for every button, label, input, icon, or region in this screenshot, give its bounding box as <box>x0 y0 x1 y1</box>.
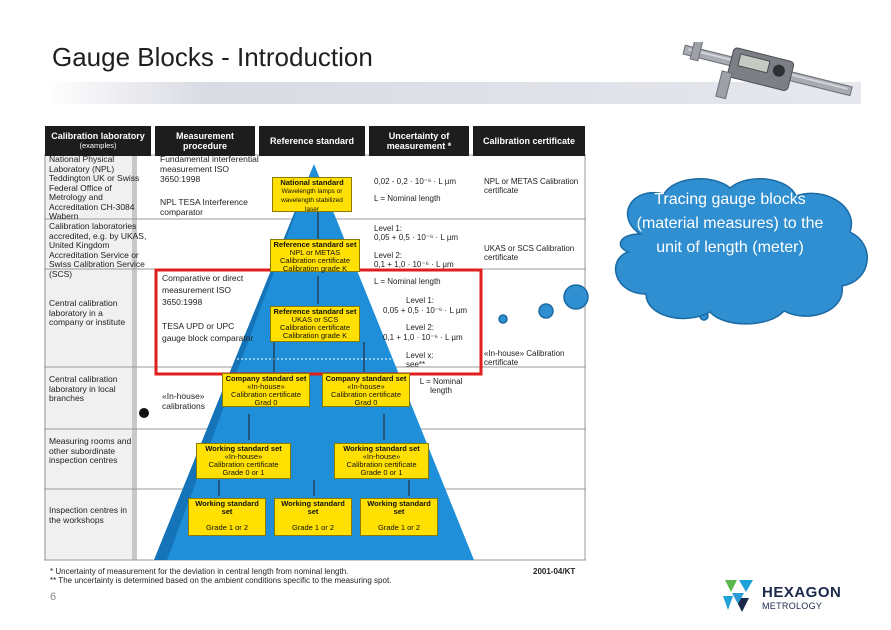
slide-title: Gauge Blocks - Introduction <box>52 42 373 72</box>
box-working-right-l2: Calibration certificate <box>346 460 417 469</box>
title-rule <box>44 82 861 104</box>
box-company-right-l3: Grad 0 <box>354 398 378 407</box>
lab-accredited: Calibration laboratories accredited, e.g… <box>49 221 147 279</box>
box-national-title: National standard <box>280 178 344 187</box>
uncert-central-l2-val: 0,1 + 1,0 · 10⁻⁶ · L µm <box>383 333 463 342</box>
uncert-central-l2: Level 2: <box>406 323 435 332</box>
box-workshop-c-title: Working standard set <box>367 499 431 516</box>
box-ref1-title: Reference standard set <box>273 240 357 249</box>
box-working-right-l1: «In-house» <box>362 452 401 461</box>
uncert-central-l1: Level 1: <box>406 296 435 305</box>
logo-subtitle: METROLOGY <box>762 601 823 611</box>
uncert-accr-length: L = Nominal length <box>374 277 441 286</box>
box-ref1-l3: Calibration grade K <box>282 264 348 273</box>
box-reference-npl: Reference standard set NPL or METAS Cali… <box>270 239 360 273</box>
box-workshop-a-grade: Grade 1 or 2 <box>205 523 249 532</box>
box-ref2-l1: UKAS or SCS <box>291 315 339 324</box>
procedure-comparative: Comparative or direct measurement ISO 36… <box>162 273 244 307</box>
uncert-national-length: L = Nominal length <box>374 194 441 203</box>
box-working-left-title: Working standard set <box>205 444 282 453</box>
procedure-fundamental: Fundamental interferential measurement I… <box>160 154 259 184</box>
header-certificate-label: Calibration certificate <box>482 136 576 146</box>
header-lab-label: Calibration laboratory <box>51 131 145 141</box>
header-certificate: Calibration certificate <box>473 126 585 156</box>
uncert-national: 0,02 - 0,2 · 10⁻⁶ · L µm <box>374 177 457 186</box>
cert-npl: NPL or METAS Calibration certificate <box>484 177 579 195</box>
box-workshop-c-grade: Grade 1 or 2 <box>377 523 421 532</box>
header-lab: Calibration laboratory (examples) <box>45 126 151 156</box>
callout-text: Tracing gauge blocks (material measures)… <box>636 191 824 256</box>
box-workshop-a-title: Working standard set <box>195 499 259 516</box>
header-lab-sub: (examples) <box>79 141 117 150</box>
box-company-left-l1: «In-house» <box>247 382 285 391</box>
box-company-left: Company standard set «In-house» Calibrat… <box>222 373 310 407</box>
box-workshop-b: Working standard set Grade 1 or 2 <box>274 498 352 536</box>
lab-measuring-rooms: Measuring rooms and other subordinate in… <box>49 436 132 465</box>
lab-local-branches: Central calibration laboratory in local … <box>49 374 118 403</box>
page-number: 6 <box>50 591 57 603</box>
lab-central-company: Central calibration laboratory in a comp… <box>49 298 126 327</box>
box-working-right: Working standard set «In-house» Calibrat… <box>334 443 429 479</box>
box-company-right: Company standard set «In-house» Calibrat… <box>322 373 410 407</box>
box-working-left: Working standard set «In-house» Calibrat… <box>196 443 291 479</box>
box-workshop-a: Working standard set Grade 1 or 2 <box>188 498 266 536</box>
figure-code: 2001-04/KT <box>533 567 576 576</box>
procedure-tesa-upd: TESA UPD or UPC gauge block comparator <box>162 321 254 343</box>
header-procedure: Measurement procedure <box>155 126 255 156</box>
uncert-accr-l2: Level 2: <box>374 251 403 260</box>
box-ref2-l2: Calibration certificate <box>279 323 351 332</box>
lab-national: National Physical Laboratory (NPL) Teddi… <box>49 154 140 221</box>
box-working-left-l3: Grade 0 or 1 <box>222 468 265 477</box>
thought-cloud <box>614 177 868 325</box>
box-company-left-l2: Calibration certificate <box>230 390 302 399</box>
box-workshop-b-grade: Grade 1 or 2 <box>291 523 335 532</box>
uncert-level-x: Level x: see** <box>406 351 434 369</box>
box-working-left-l1: «In-house» <box>224 452 263 461</box>
header-reference-label: Reference standard <box>269 136 355 146</box>
box-ref1-l2: Calibration certificate <box>279 256 351 265</box>
uncert-central-l1-val: 0,05 + 0,5 · 10⁻⁶ · L µm <box>383 306 468 315</box>
logo-wordmark: HEXAGON <box>762 584 842 601</box>
box-national-sub: Wavelength lamps or wavelength stabilize… <box>281 188 343 213</box>
box-reference-ukas: Reference standard set UKAS or SCS Calib… <box>270 306 360 342</box>
procedure-inhouse: «In-house» calibrations <box>162 391 205 411</box>
box-company-left-title: Company standard set <box>225 374 307 383</box>
uncert-company-length: L = Nominal length <box>419 377 463 395</box>
header-uncertainty: Uncertainty of measurement * <box>369 126 469 156</box>
box-company-right-l2: Calibration certificate <box>330 390 402 399</box>
box-company-left-l3: Grad 0 <box>254 398 278 407</box>
header-reference: Reference standard <box>259 126 365 156</box>
box-ref2-l3: Calibration grade K <box>282 331 348 340</box>
header-procedure-label: Measurement procedure <box>175 131 235 151</box>
box-workshop-c: Working standard set Grade 1 or 2 <box>360 498 438 536</box>
box-national-standard: National standard Wavelength lamps or wa… <box>272 177 352 213</box>
footnote-2: ** The uncertainty is determined based o… <box>50 576 392 585</box>
header-uncertainty-label: Uncertainty of measurement * <box>386 131 452 151</box>
box-working-right-title: Working standard set <box>343 444 420 453</box>
lab-workshops: Inspection centres in the workshops <box>49 505 127 525</box>
thought-bubbles <box>498 284 589 324</box>
footnote-1: * Uncertainty of measurement for the dev… <box>50 567 349 576</box>
box-working-left-l2: Calibration certificate <box>208 460 279 469</box>
cert-ukas: UKAS or SCS Calibration certificate <box>484 244 575 262</box>
box-company-right-l1: «In-house» <box>347 382 385 391</box>
uncert-accr-l1-val: 0,05 + 0,5 · 10⁻⁶ · L µm <box>374 233 459 242</box>
cert-inhouse: «In-house» Calibration certificate <box>484 349 565 367</box>
uncert-accr-l1: Level 1: <box>374 224 403 233</box>
box-company-right-title: Company standard set <box>325 374 407 383</box>
procedure-npl-tesa: NPL TESA Interference comparator <box>160 197 248 217</box>
box-ref1-l1: NPL or METAS <box>289 248 341 257</box>
hexagon-logo-icon <box>723 580 753 612</box>
box-workshop-b-title: Working standard set <box>281 499 345 516</box>
box-ref2-title: Reference standard set <box>273 307 357 316</box>
box-working-right-l3: Grade 0 or 1 <box>360 468 403 477</box>
caliper-image <box>682 42 853 100</box>
uncert-accr-l2-val: 0,1 + 1,0 · 10⁻⁶ · L µm <box>374 260 454 269</box>
